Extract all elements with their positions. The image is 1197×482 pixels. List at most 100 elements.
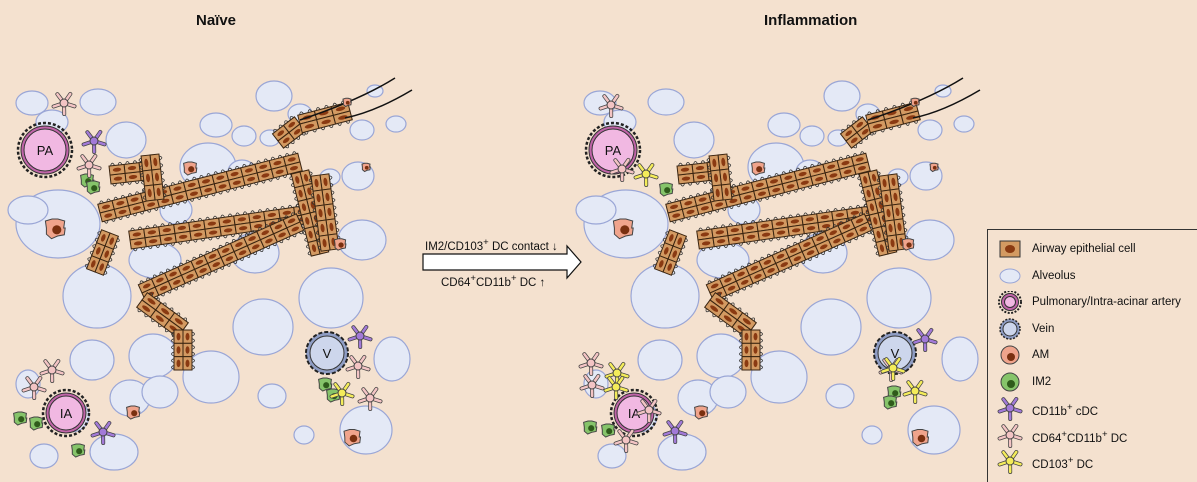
airway-branch <box>138 153 167 202</box>
epithelial-nucleus <box>850 210 860 215</box>
alveolar-macrophage-nucleus <box>906 242 912 248</box>
cd64-cd11b-dc-body <box>29 382 39 392</box>
alveolar-macrophage-nucleus <box>917 434 926 443</box>
cilia <box>841 116 874 149</box>
cd64-cd11b-dc-body <box>606 100 616 110</box>
epithelial-nucleus <box>172 279 181 285</box>
cd103-dc <box>633 163 659 187</box>
legend-item-cd64: CD64+CD11b+ DC <box>988 423 1197 448</box>
epithelial-nucleus <box>182 265 191 271</box>
epithelial-nucleus <box>225 256 234 262</box>
epithelial-nucleus <box>99 263 105 271</box>
alveolar-macrophage-nucleus <box>349 434 358 443</box>
epithelial-nucleus <box>878 201 883 209</box>
epithelial-nucleus <box>744 359 749 368</box>
epithelial-nucleus <box>148 239 158 244</box>
legend-label-cd103: CD103+ DC <box>1032 455 1094 471</box>
artery-outer-ring <box>41 388 91 438</box>
cd64-cd11b-dc <box>636 399 662 423</box>
airway-branch <box>865 100 921 135</box>
epithelial-nucleus <box>187 182 196 188</box>
epithelial-nucleus <box>696 174 706 179</box>
epithelial-nucleus <box>710 305 719 312</box>
alveolar-macrophage <box>612 218 634 240</box>
im2-cell-nucleus <box>323 382 330 389</box>
epithelial-nucleus <box>772 187 781 193</box>
alveolus <box>637 339 683 381</box>
alveolus <box>597 443 627 469</box>
cd64-cd11b-dc-dendrites <box>77 154 101 178</box>
epithelial-nucleus <box>744 346 749 354</box>
epithelial-nucleus <box>178 234 188 239</box>
epithelial-nucleus <box>287 218 296 224</box>
epithelial-nucleus <box>789 247 798 253</box>
cd64-cd11b-dc-body <box>353 361 363 371</box>
cd11b-cdc-dendrites <box>913 328 937 352</box>
cd64-cd11b-dc-dendrites <box>346 355 370 379</box>
epithelial-nucleus <box>879 244 885 253</box>
alveolus <box>105 121 147 159</box>
epithelial-nucleus <box>102 204 111 209</box>
epithelial-nucleus <box>275 169 284 174</box>
cilia <box>138 155 167 200</box>
epithelial-nucleus <box>261 230 270 236</box>
cilia <box>171 331 195 370</box>
epithelial-nucleus <box>890 238 895 248</box>
epithelial-nucleus <box>321 119 331 125</box>
alveolar-macrophage <box>126 405 141 420</box>
cd64-cd11b-dc-dendrites <box>614 429 638 453</box>
cd11b-cdc-dendrites <box>91 421 115 445</box>
epithelial-nucleus <box>327 207 332 217</box>
epithelial-nucleus <box>882 178 887 188</box>
epithelial-nucleus <box>658 260 664 268</box>
epithelial-nucleus <box>156 277 164 283</box>
cilia <box>706 155 735 200</box>
epithelial-nucleus <box>668 234 674 242</box>
epithelial-nucleus <box>712 158 717 168</box>
cd11b-cdc-body <box>670 426 680 436</box>
cd64-cd11b-dc-body <box>617 164 627 174</box>
cd103-dc <box>604 362 630 386</box>
cilia <box>705 292 756 338</box>
alveolus <box>293 425 315 445</box>
cilia <box>99 151 302 224</box>
epithelial-nucleus <box>843 169 852 174</box>
cd64-cd11b-dc <box>613 429 639 453</box>
artery-label: PA <box>605 143 622 158</box>
epithelial-nucleus <box>829 230 838 236</box>
epithelial-nucleus <box>212 262 221 268</box>
epithelial-nucleus <box>716 239 726 244</box>
alveolar-macrophage-nucleus <box>131 410 138 417</box>
epithelial-nucleus <box>291 226 300 232</box>
epithelial-nucleus <box>159 285 168 291</box>
epithelial-nucleus <box>680 167 690 172</box>
cd11b-cdc-dendrites <box>348 325 372 349</box>
alveolus <box>231 125 257 147</box>
alveolus <box>69 339 115 381</box>
epithelial-nucleus <box>700 232 710 237</box>
alveolar-macrophage <box>751 161 766 176</box>
alveolus <box>199 112 233 138</box>
alveolar-macrophage-nucleus <box>188 166 195 173</box>
epithelial-nucleus <box>753 346 758 354</box>
epithelial-nucleus <box>903 106 914 112</box>
cilia <box>707 212 871 303</box>
epithelial-nucleus <box>153 157 158 167</box>
alveolus <box>62 263 132 329</box>
epithelial-nucleus <box>127 166 137 171</box>
epithelial-nucleus <box>161 198 170 204</box>
artery-label: PA <box>37 143 54 158</box>
epithelial-nucleus <box>311 244 317 253</box>
epithelial-nucleus <box>760 223 770 228</box>
epithelial-nucleus <box>855 157 864 162</box>
cd64-cd11b-dc-dendrites <box>579 352 603 376</box>
im2-cell <box>659 182 674 197</box>
inflammation-title: Inflammation <box>764 12 858 29</box>
cd11b-cdc-body <box>89 136 99 146</box>
alveolus <box>917 119 943 141</box>
alveolar-macrophage-nucleus <box>913 100 918 105</box>
epithelial-nucleus <box>681 176 691 181</box>
epithelial-nucleus <box>776 253 785 259</box>
epithelial-nucleus <box>724 187 729 197</box>
epithelial-nucleus <box>737 271 745 277</box>
